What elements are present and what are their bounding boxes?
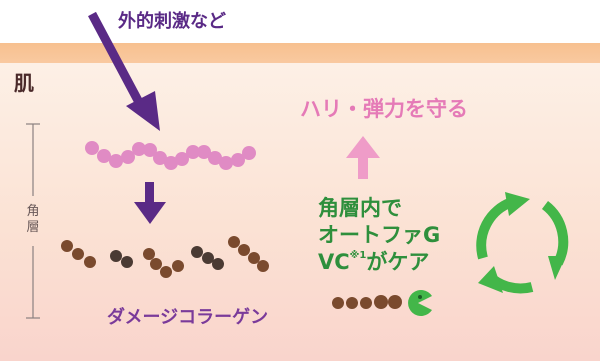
- damaged-collagen-label: ダメージコラーゲン: [107, 307, 269, 328]
- stratum-bracket: [26, 123, 40, 319]
- up-arrow-icon: [346, 136, 380, 179]
- stimulus-arrow-icon: [88, 11, 160, 131]
- skin-label: 肌: [14, 71, 34, 95]
- care-label: 角層内で オートファG VC※1がケア: [318, 195, 468, 276]
- protect-label: ハリ・弾力を守る: [300, 97, 468, 121]
- damaged-collagen-fragments: [61, 236, 269, 278]
- care-line-2: オートファG: [318, 222, 441, 247]
- pink-collagen-chain: [85, 141, 256, 170]
- care-vc: VC: [318, 249, 350, 274]
- care-chain: [332, 295, 402, 309]
- skin-surface-band: [0, 43, 600, 63]
- stimulus-label: 外的刺激など: [118, 11, 226, 32]
- care-line-1: 角層内で: [318, 196, 402, 220]
- footnote-mark: ※1: [349, 249, 367, 261]
- care-line-3: VC※1がケア: [318, 249, 468, 276]
- down-arrow-icon: [134, 182, 166, 224]
- recycle-arrowheads: [478, 192, 566, 293]
- stratum-corneum-label: 角層: [26, 204, 40, 235]
- pacman-icon: [408, 290, 432, 317]
- pacman-eye: [418, 295, 422, 299]
- care-suffix: がケア: [366, 249, 430, 274]
